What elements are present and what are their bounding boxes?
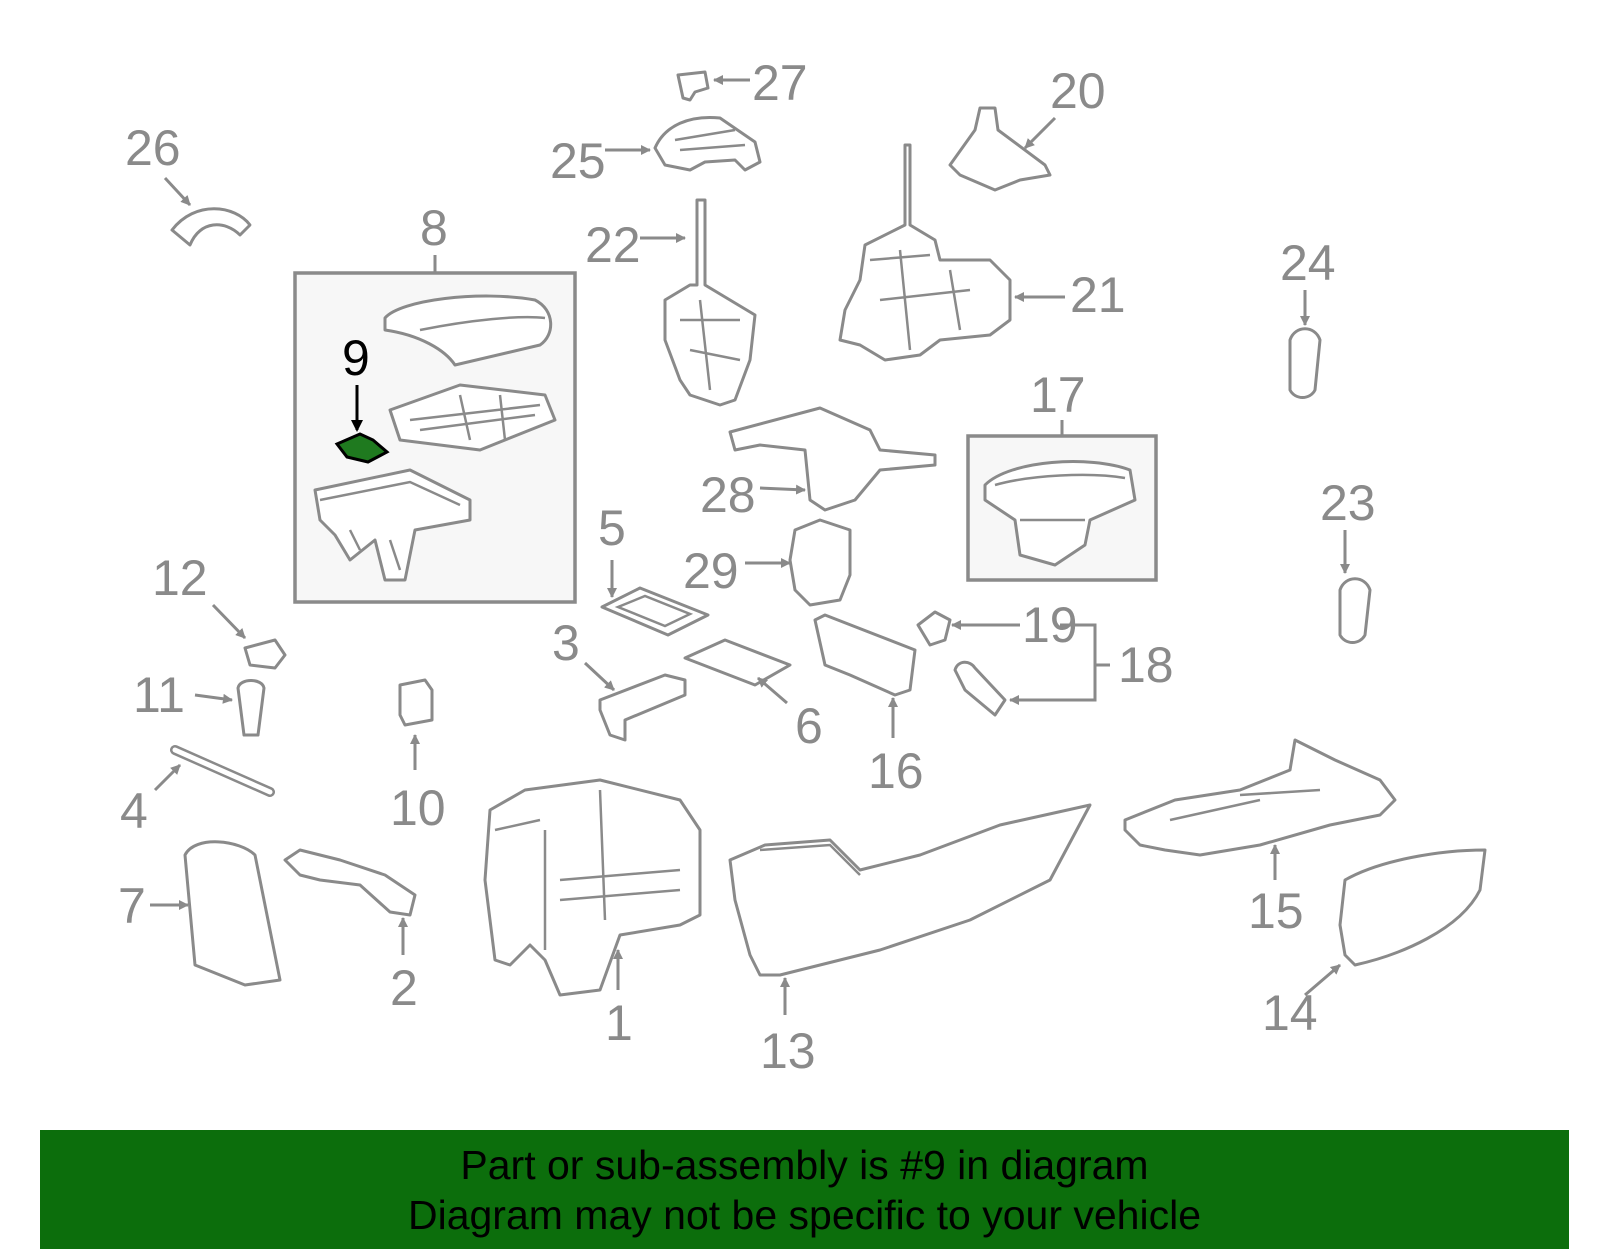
callout-20: 20 xyxy=(1050,63,1106,119)
part-27 xyxy=(676,70,710,102)
armrest-lid-part xyxy=(383,294,553,367)
callout-24: 24 xyxy=(1280,235,1336,291)
callout-19: 19 xyxy=(1022,597,1078,653)
part-12 xyxy=(243,638,287,670)
part-25 xyxy=(653,115,762,172)
banner-line-2: Diagram may not be specific to your vehi… xyxy=(407,1192,1201,1238)
part-7-panel xyxy=(183,840,282,987)
part-2-bracket xyxy=(283,848,417,917)
callout-27: 27 xyxy=(752,55,808,111)
callout-15: 15 xyxy=(1248,883,1304,939)
callout-9: 9 xyxy=(342,330,370,386)
callout-26: 26 xyxy=(125,120,181,176)
part-22-shifter xyxy=(663,198,757,407)
parts-diagram: 1 2 3 4 5 6 7 8 9 10 11 12 13 14 15 16 1… xyxy=(118,55,1487,1079)
part-6 xyxy=(683,638,792,687)
part-1-console-frame xyxy=(483,778,702,997)
part-3 xyxy=(598,673,687,742)
callout-7: 7 xyxy=(118,878,146,934)
part-28-bracket xyxy=(728,406,937,512)
callout-6: 6 xyxy=(795,698,823,754)
callout-14: 14 xyxy=(1262,985,1318,1041)
part-18 xyxy=(953,660,1007,717)
part-23-knob xyxy=(1338,577,1372,644)
part-19 xyxy=(916,610,952,647)
callout-2: 2 xyxy=(390,960,418,1016)
part-26 xyxy=(170,207,252,247)
armrest-hinge-part xyxy=(313,468,472,582)
callout-29: 29 xyxy=(683,543,739,599)
callout-11: 11 xyxy=(133,667,185,723)
part-14-panel xyxy=(1338,848,1487,967)
part-13-console-body xyxy=(728,803,1092,977)
callout-8: 8 xyxy=(420,200,448,256)
callout-21: 21 xyxy=(1070,267,1126,323)
callout-13: 13 xyxy=(760,1023,816,1079)
part-5 xyxy=(600,586,710,637)
part-21-shift-base xyxy=(838,143,1012,362)
part-15-tray xyxy=(1123,738,1397,857)
armrest-frame-part xyxy=(388,383,557,452)
callout-1: 1 xyxy=(605,995,633,1051)
part-16 xyxy=(813,613,917,697)
part-11 xyxy=(236,679,266,737)
part-20-boot xyxy=(948,106,1052,192)
part-24-knob xyxy=(1288,327,1322,399)
part-29 xyxy=(788,518,852,607)
part-9-highlighted xyxy=(334,385,390,464)
callout-16: 16 xyxy=(868,743,924,799)
part-4-rod xyxy=(170,745,275,797)
callout-18: 18 xyxy=(1118,637,1174,693)
banner-line-1: Part or sub-assembly is #9 in diagram xyxy=(460,1142,1149,1188)
callout-25: 25 xyxy=(550,133,606,189)
callout-22: 22 xyxy=(585,217,641,273)
part-10 xyxy=(398,678,434,727)
callout-10: 10 xyxy=(390,780,446,836)
callout-3: 3 xyxy=(552,615,580,671)
leader-lines xyxy=(150,75,1350,1015)
info-banner: Part or sub-assembly is #9 in diagram Di… xyxy=(40,1130,1569,1249)
callout-28: 28 xyxy=(700,467,756,523)
callout-12: 12 xyxy=(152,550,208,606)
callout-5: 5 xyxy=(598,500,626,556)
callout-23: 23 xyxy=(1320,475,1376,531)
callout-labels: 1 2 3 4 5 6 7 8 9 10 11 12 13 14 15 16 1… xyxy=(118,55,1376,1079)
callout-17: 17 xyxy=(1030,367,1086,423)
subassembly-box-17 xyxy=(966,420,1158,582)
callout-4: 4 xyxy=(120,783,148,839)
